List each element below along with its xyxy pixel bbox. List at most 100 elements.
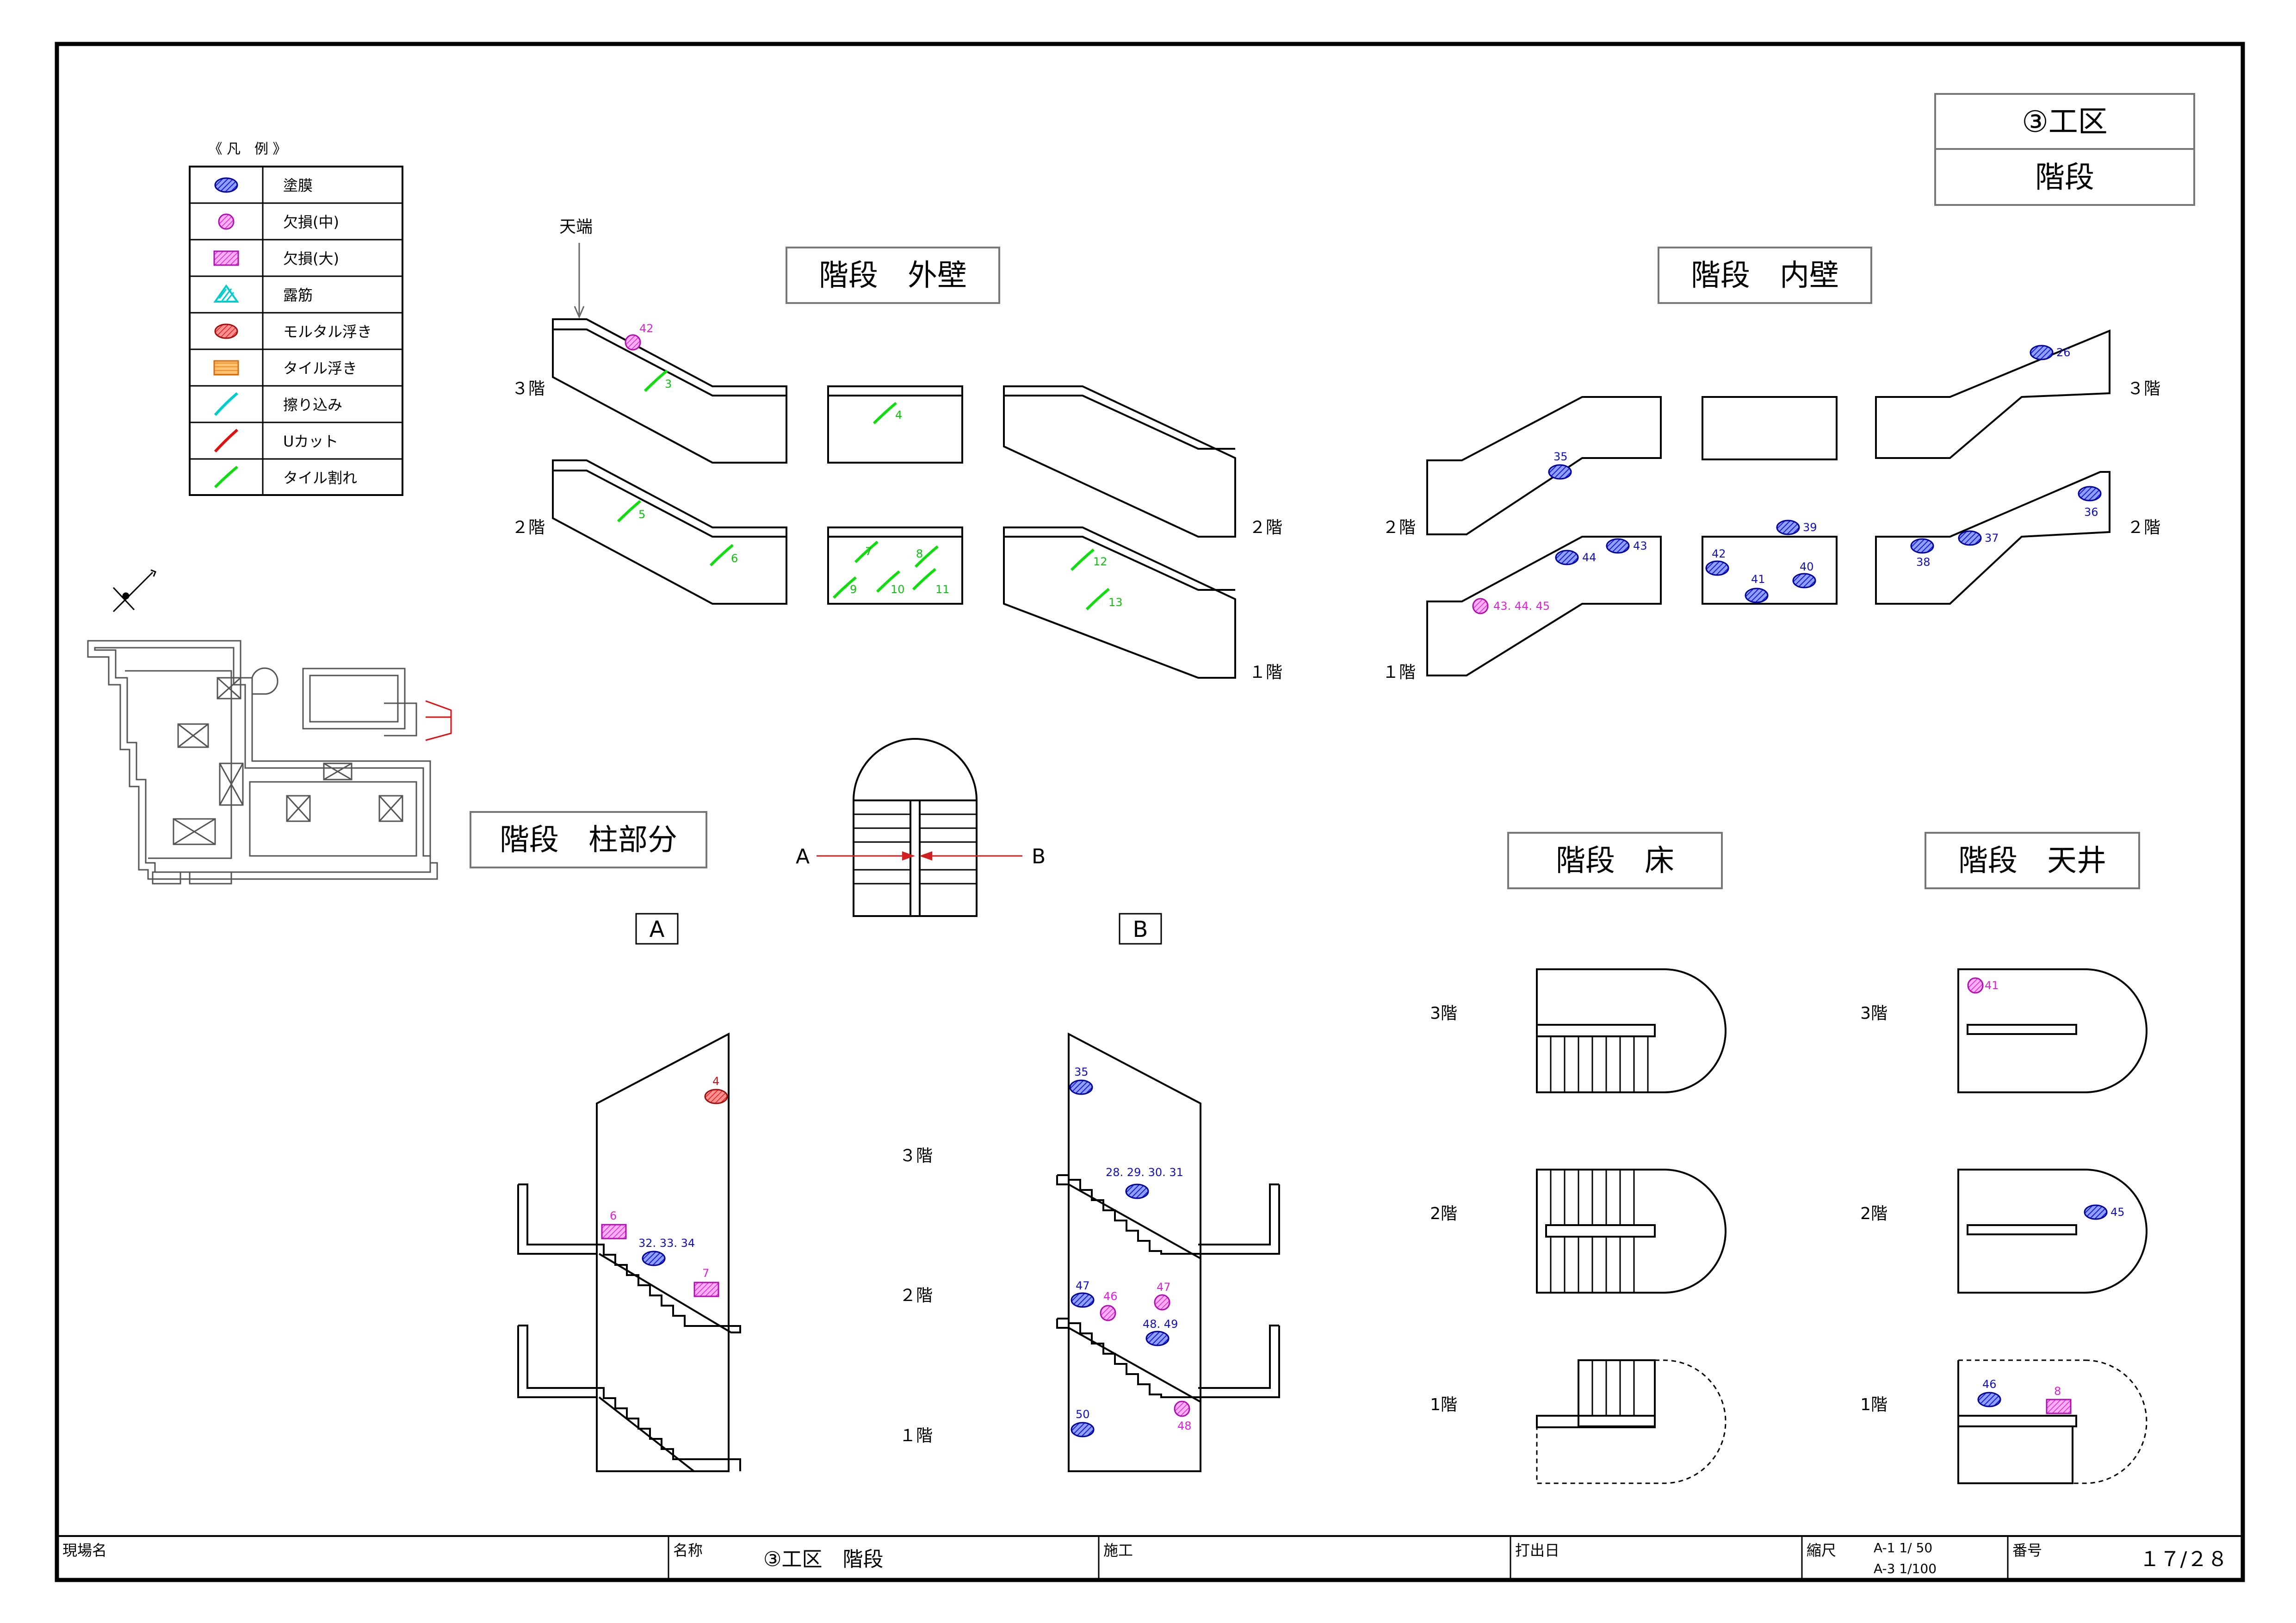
cyan-line-icon xyxy=(214,392,238,416)
marker-label: 46 xyxy=(1103,1290,1118,1303)
coating-marker xyxy=(1145,1331,1170,1346)
title-zone: ③工区 xyxy=(2022,105,2107,139)
marker-label: 47 xyxy=(1076,1279,1090,1292)
tile-crack-marker xyxy=(711,545,733,565)
arrow-label-a: A xyxy=(796,845,810,868)
damage-mid-marker xyxy=(1472,598,1489,614)
legend-label: 擦り込み xyxy=(283,396,342,414)
outer-wall-markers: 42 3 4 5 6 7 8 9 10 11 12 13 xyxy=(618,322,1123,609)
green-curve-icon xyxy=(215,467,237,487)
coating-marker xyxy=(2078,486,2102,502)
damage-mid-marker xyxy=(1967,977,1984,994)
marker-label: 47 xyxy=(1157,1281,1171,1294)
marker-label: 40 xyxy=(1800,560,1814,573)
marker-label: 38 xyxy=(1916,556,1931,569)
box-b xyxy=(1119,913,1162,945)
marker-label: 26 xyxy=(2056,346,2071,359)
marker-label: 48. 49 xyxy=(1143,1318,1178,1331)
marker-label: 42 xyxy=(1712,547,1726,560)
legend-label: 露筋 xyxy=(283,286,313,304)
floor-label-3f: 3階 xyxy=(1430,1004,1457,1023)
marker-label: 7 xyxy=(865,545,872,558)
floor-label-1f: １階 xyxy=(1249,663,1282,682)
marker-label: 12 xyxy=(1093,555,1108,568)
marker-label: 28. 29. 30. 31 xyxy=(1106,1166,1183,1179)
marker-label: 7 xyxy=(702,1267,709,1280)
marker-label: 35 xyxy=(1074,1065,1089,1078)
floor-label-2f: ２階 xyxy=(512,518,545,537)
inner-wall-markers: 26 35 39 36 43 44 37 38 42 41 40 43. 44.… xyxy=(1472,345,2102,614)
top-end-arrow: 天端 xyxy=(559,217,593,319)
coating-marker xyxy=(1705,560,1729,576)
column-section-a xyxy=(517,1032,741,1472)
damage-mid-marker xyxy=(1100,1305,1116,1321)
marker-label: 4 xyxy=(712,1075,719,1088)
legend-label: タイル割れ xyxy=(283,469,357,487)
marker-label: 6 xyxy=(731,552,738,565)
footer-print-label: 打出日 xyxy=(1515,1542,1560,1559)
stair-key-plan xyxy=(853,738,978,917)
section-arrow-a: A xyxy=(796,845,915,868)
coating-marker xyxy=(1792,573,1816,588)
footer-number-label: 番号 xyxy=(2012,1542,2042,1559)
damage-large-marker xyxy=(601,1224,627,1239)
ceiling-markers: 41 45 46 8 xyxy=(1967,977,2125,1414)
coating-marker xyxy=(2030,345,2054,360)
outer-wall-elevation xyxy=(552,318,1236,679)
blue-ellipse-icon xyxy=(214,177,238,193)
marker-label: 35 xyxy=(1553,450,1568,463)
title-floor: 階段 床 xyxy=(1556,844,1674,878)
marker-label: 42 xyxy=(639,322,654,335)
floor-label-3f: 3階 xyxy=(1860,1004,1888,1023)
column-a-markers: 4 6 32. 33. 34 7 xyxy=(601,1075,728,1297)
tile-crack-marker xyxy=(913,569,935,589)
coating-marker xyxy=(1555,550,1579,565)
floor-label-2f: 2階 xyxy=(1430,1204,1457,1223)
marker-label: 6 xyxy=(610,1209,617,1222)
magenta-rect-icon xyxy=(213,250,239,266)
legend-label: 欠損(大) xyxy=(283,250,339,267)
floor-plans xyxy=(1536,968,1727,1484)
damage-large-marker xyxy=(2046,1399,2072,1414)
marker-label: 46 xyxy=(1982,1378,1997,1391)
marker-label: 32. 33. 34 xyxy=(638,1237,695,1250)
marker-label: 45 xyxy=(2110,1206,2125,1219)
coating-marker xyxy=(1910,538,1934,554)
orange-rect-icon xyxy=(213,360,239,376)
cyan-triangle-icon xyxy=(213,284,239,303)
coating-marker xyxy=(1069,1079,1093,1095)
box-a-label: A xyxy=(650,917,665,942)
floor-label-1f: 1階 xyxy=(1430,1395,1457,1414)
legend-label: Uカット xyxy=(283,433,338,450)
red-ellipse-icon xyxy=(214,323,238,339)
damage-large-marker xyxy=(693,1282,719,1297)
marker-label: 4 xyxy=(895,409,902,421)
footer-site-label: 現場名 xyxy=(62,1542,107,1559)
marker-label: 9 xyxy=(850,583,857,596)
key-plan xyxy=(87,640,438,885)
marker-label: 8 xyxy=(916,547,923,560)
footer-builder-label: 施工 xyxy=(1103,1542,1133,1559)
title-block: ③工区 階段 xyxy=(1934,93,2195,206)
section-titles: 階段 外壁 階段 内壁 階段 柱部分 階段 床 階段 天井 xyxy=(470,247,2140,889)
magenta-circle-icon xyxy=(218,213,235,230)
tile-crack-marker xyxy=(1087,589,1109,609)
floor-label-1f: １階 xyxy=(899,1426,933,1445)
marker-label: 50 xyxy=(1076,1408,1090,1421)
title-ceiling: 階段 天井 xyxy=(1958,844,2106,878)
damage-mid-marker xyxy=(1174,1400,1190,1417)
marker-label: 11 xyxy=(935,583,950,596)
footer-name-label: 名称 xyxy=(673,1542,703,1559)
marker-label: 37 xyxy=(1985,532,1999,545)
floor-label-2f: ２階 xyxy=(899,1286,933,1305)
marker-label: 10 xyxy=(891,583,905,596)
floor-label-1f: １階 xyxy=(1382,663,1416,682)
legend-label: タイル浮き xyxy=(283,359,357,377)
marker-label: 44 xyxy=(1582,551,1597,564)
footer-scale-label: 縮尺 xyxy=(1807,1542,1836,1559)
footer-scale-a1: A-1 1/ 50 xyxy=(1874,1540,1932,1555)
marker-label: 43 xyxy=(1633,539,1647,552)
coating-marker xyxy=(1958,530,1982,546)
tile-crack-marker xyxy=(1071,550,1094,570)
